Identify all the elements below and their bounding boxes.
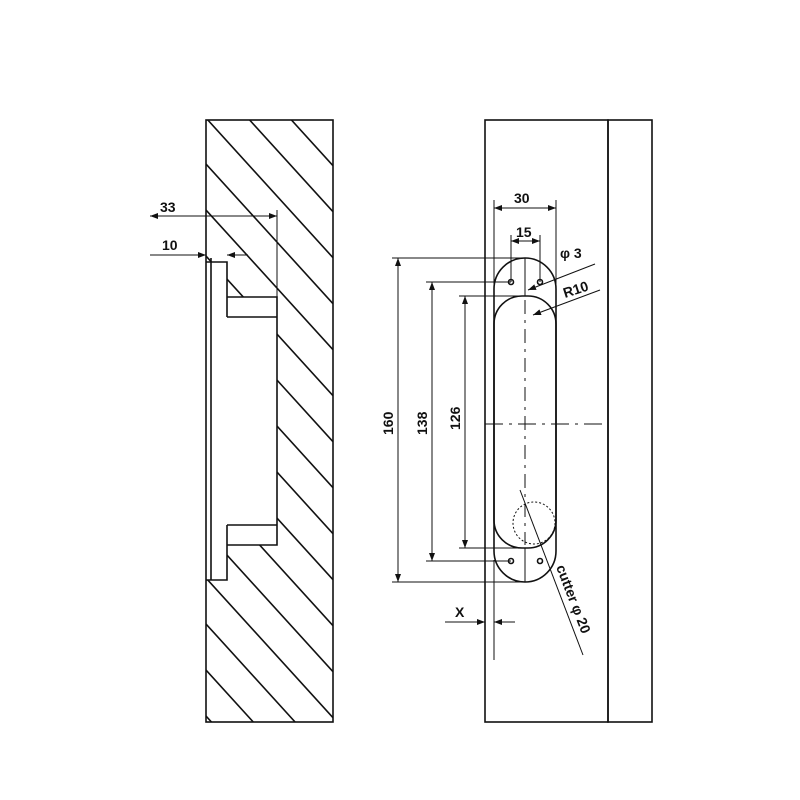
hatch-line <box>206 715 213 722</box>
hatch-line <box>206 255 333 397</box>
hatch-line <box>206 485 333 627</box>
dim-x: X <box>455 604 465 620</box>
dim-30: 30 <box>514 190 530 206</box>
recess-outline <box>206 261 278 581</box>
hatch-line <box>206 577 333 719</box>
dim-r10: R10 <box>561 278 591 301</box>
dim-138: 138 <box>414 411 430 435</box>
hatch-line <box>206 439 333 581</box>
dim-15: 15 <box>516 224 532 240</box>
cutter-circle <box>512 501 556 545</box>
dim-hole-diameter: φ 3 <box>560 245 582 261</box>
frame-outline <box>205 119 334 723</box>
frame-edge <box>607 119 653 723</box>
leader-cutter <box>519 489 584 656</box>
hatch-line <box>290 120 333 167</box>
door-leaf <box>484 119 609 723</box>
dim-126: 126 <box>447 406 463 430</box>
hatching <box>206 120 333 722</box>
dim-160: 160 <box>380 411 396 435</box>
hatch-line <box>206 163 333 305</box>
hatch-line <box>206 623 296 722</box>
hatch-line <box>206 301 333 443</box>
leader-radius <box>532 289 601 316</box>
dim-33: 33 <box>160 199 176 215</box>
hatch-line <box>206 393 333 535</box>
cutter-label: cutter φ 20 <box>553 562 594 635</box>
hatch-line <box>206 347 333 489</box>
hatch-line <box>206 669 254 722</box>
hatch-line <box>249 120 333 213</box>
section-view: 33 10 <box>150 119 334 723</box>
leader-hole <box>527 263 596 291</box>
hatch-line <box>206 209 333 351</box>
hatch-line <box>207 120 333 259</box>
hatch-line <box>206 531 333 673</box>
front-view: 30 15 φ 3 R10 160 138 126 X cutter φ 20 <box>380 119 653 723</box>
dim-10: 10 <box>162 237 178 253</box>
